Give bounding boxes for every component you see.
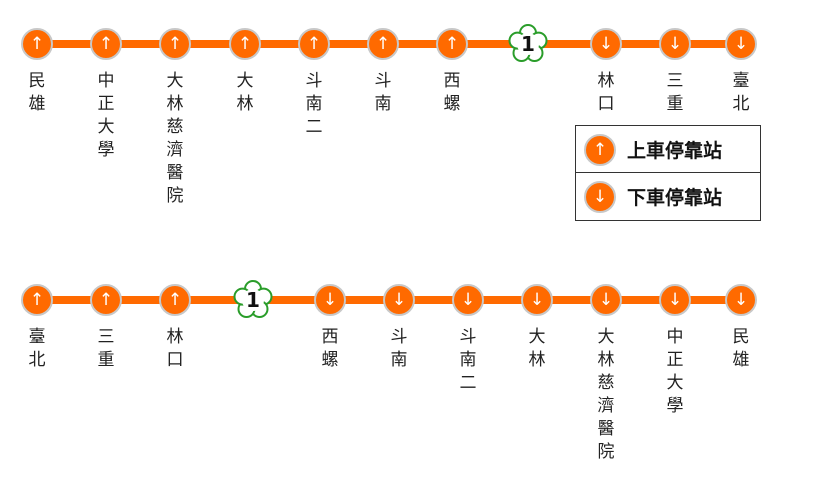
down-arrow-icon: ↓ [725, 284, 757, 316]
plum-blossom-number-icon: 1 [231, 278, 275, 322]
down-arrow-icon: ↓ [383, 284, 415, 316]
route-lower: ↑ 臺北 ↑ 三重 ↑ 林口 1 ↓ 西螺 ↓ 斗南 ↓ 斗南二 ↓ 大林 ↓ 大林慈濟醫院 ↓ 中正大學 ↓ 民雄 [0, 256, 819, 496]
up-arrow-icon: ↑ [436, 28, 468, 60]
svg-text:1: 1 [246, 288, 260, 312]
plum-blossom-number-icon: 1 [506, 22, 550, 66]
stop-name: 民雄 [732, 327, 750, 370]
stop-name: 臺北 [732, 71, 750, 114]
stop-name: 斗南 [374, 71, 392, 114]
up-arrow-icon: ↑ [298, 28, 330, 60]
legend-label-alighting: 下車停靠站 [627, 187, 723, 209]
up-arrow-icon: ↑ [159, 284, 191, 316]
legend-label-boarding: 上車停靠站 [627, 140, 723, 162]
stop-name: 西螺 [321, 327, 339, 370]
stop-name: 三重 [97, 327, 115, 370]
up-arrow-icon: ↑ [90, 284, 122, 316]
stop-name: 斗南二 [305, 71, 323, 137]
legend-row-alighting: ↓ 下車停靠站 [576, 173, 760, 219]
stop-name: 斗南二 [459, 327, 477, 393]
stop-name: 大林慈濟醫院 [597, 327, 615, 462]
down-arrow-icon: ↓ [590, 284, 622, 316]
down-arrow-icon: ↓ [452, 284, 484, 316]
legend: ↑ 上車停靠站 ↓ 下車停靠站 [575, 125, 761, 221]
down-arrow-icon: ↓ [521, 284, 553, 316]
stop-name: 林口 [166, 327, 184, 370]
down-arrow-icon: ↓ [314, 284, 346, 316]
down-arrow-icon: ↓ [725, 28, 757, 60]
stop-name: 民雄 [28, 71, 46, 114]
legend-row-boarding: ↑ 上車停靠站 [576, 126, 760, 173]
up-arrow-icon: ↑ [21, 28, 53, 60]
stop-name: 林口 [597, 71, 615, 114]
up-arrow-icon: ↑ [90, 28, 122, 60]
stop-name: 西螺 [443, 71, 461, 114]
stop-name: 大林慈濟醫院 [166, 71, 184, 206]
stop-name: 三重 [666, 71, 684, 114]
up-arrow-icon: ↑ [584, 134, 616, 166]
down-arrow-icon: ↓ [584, 181, 616, 213]
down-arrow-icon: ↓ [659, 284, 691, 316]
up-arrow-icon: ↑ [159, 28, 191, 60]
up-arrow-icon: ↑ [367, 28, 399, 60]
route-upper: ↑ 民雄 ↑ 中正大學 ↑ 大林慈濟醫院 ↑ 大林 ↑ 斗南二 ↑ 斗南 ↑ 西螺 1 ↓ 林口 ↓ 三重 ↓ 臺北 [0, 0, 819, 240]
svg-text:1: 1 [521, 32, 535, 56]
down-arrow-icon: ↓ [590, 28, 622, 60]
stop-name: 中正大學 [666, 327, 684, 416]
up-arrow-icon: ↑ [229, 28, 261, 60]
stop-name: 大林 [528, 327, 546, 370]
up-arrow-icon: ↑ [21, 284, 53, 316]
stop-name: 斗南 [390, 327, 408, 370]
stop-name: 中正大學 [97, 71, 115, 160]
stop-name: 大林 [236, 71, 254, 114]
stop-name: 臺北 [28, 327, 46, 370]
down-arrow-icon: ↓ [659, 28, 691, 60]
